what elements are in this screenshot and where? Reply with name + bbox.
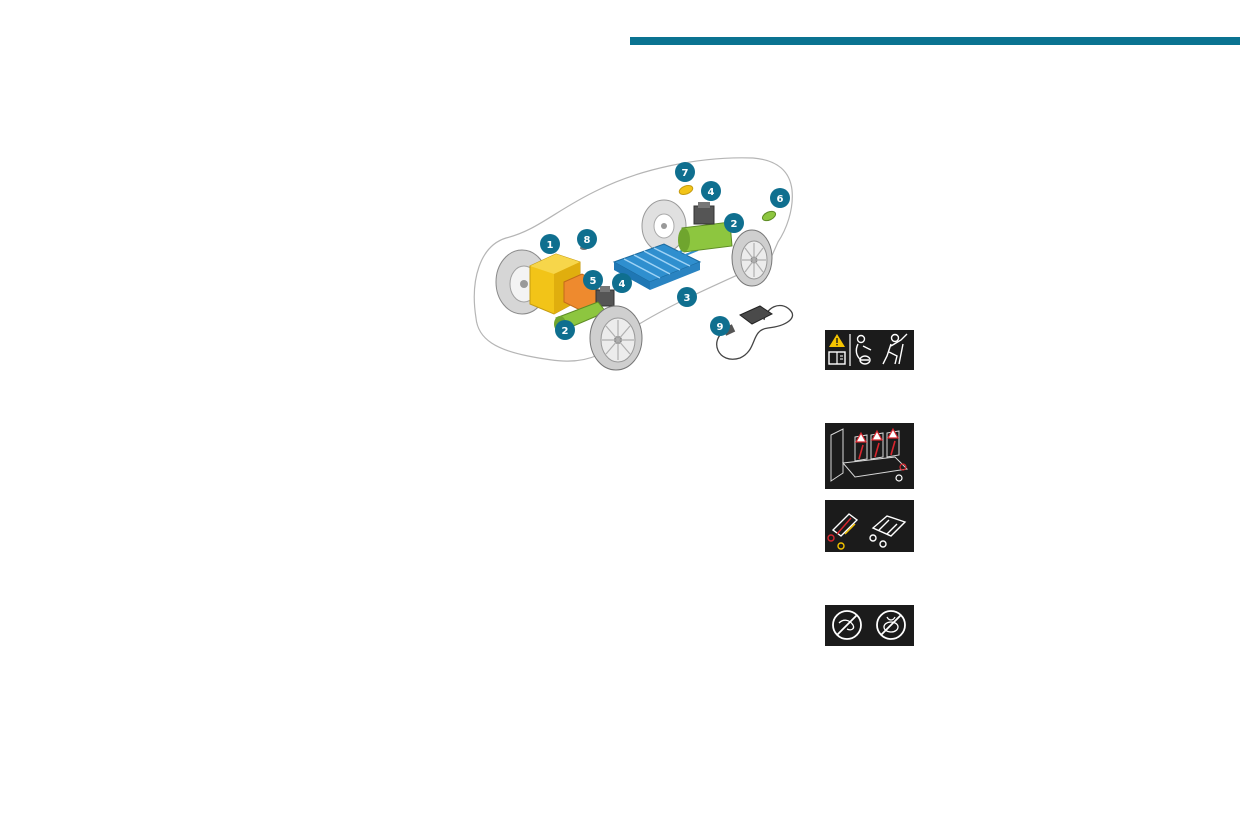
callout-3: 3 (677, 287, 697, 307)
callout-9: 9 (710, 316, 730, 336)
seatbelt-buckle-icon (827, 513, 907, 550)
warning-pictogram-panel (825, 330, 914, 370)
callout-1: 1 (540, 234, 560, 254)
callout-7: 7 (675, 162, 695, 182)
svg-text:7: 7 (682, 168, 689, 179)
charging-cable (716, 304, 794, 360)
svg-text:1: 1 (547, 240, 554, 251)
svg-text:2: 2 (562, 326, 569, 337)
svg-text:5: 5 (590, 276, 597, 287)
car-body-outline (473, 157, 793, 362)
svg-text:9: 9 (717, 322, 724, 333)
front-wheel-near (589, 305, 643, 371)
manual-book-icon (828, 351, 846, 365)
charging-socket (761, 210, 777, 222)
vehicle-cutaway-diagram: 1 2 2 3 4 4 5 6 7 8 9 (473, 157, 794, 371)
callout-4-front: 4 (612, 273, 632, 293)
svg-text:8: 8 (584, 235, 591, 246)
rear-electric-motor (678, 221, 733, 253)
callout-4-rear: 4 (701, 181, 721, 201)
rear-wheel-near (731, 229, 773, 287)
callout-2-rear: 2 (724, 213, 744, 233)
person-pushing-icon (882, 333, 908, 365)
callout-8: 8 (577, 229, 597, 249)
svg-text:4: 4 (619, 279, 626, 290)
seatbelt-pictogram-panel (825, 500, 914, 552)
svg-text:4: 4 (708, 187, 715, 198)
filler-cap (678, 185, 694, 195)
svg-text:3: 3 (684, 293, 691, 304)
no-water-icon (876, 610, 906, 640)
callout-5: 5 (583, 270, 603, 290)
control-unit-rear (693, 202, 715, 225)
warning-triangle-icon (829, 334, 845, 347)
traction-battery (612, 243, 702, 290)
svg-text:2: 2 (731, 219, 738, 230)
callout-2-front: 2 (555, 320, 575, 340)
prohibition-pictogram-panel (825, 605, 914, 646)
no-cable-icon (832, 610, 862, 640)
header-accent-rule (630, 37, 1240, 45)
rear-seats-pictogram-panel (825, 423, 914, 489)
control-unit-front (595, 286, 615, 307)
seated-person-icon (855, 334, 872, 365)
svg-text:6: 6 (777, 194, 784, 205)
callout-6: 6 (770, 188, 790, 208)
rear-wheel-far (641, 199, 687, 253)
warning-triangle-icon (854, 427, 900, 443)
